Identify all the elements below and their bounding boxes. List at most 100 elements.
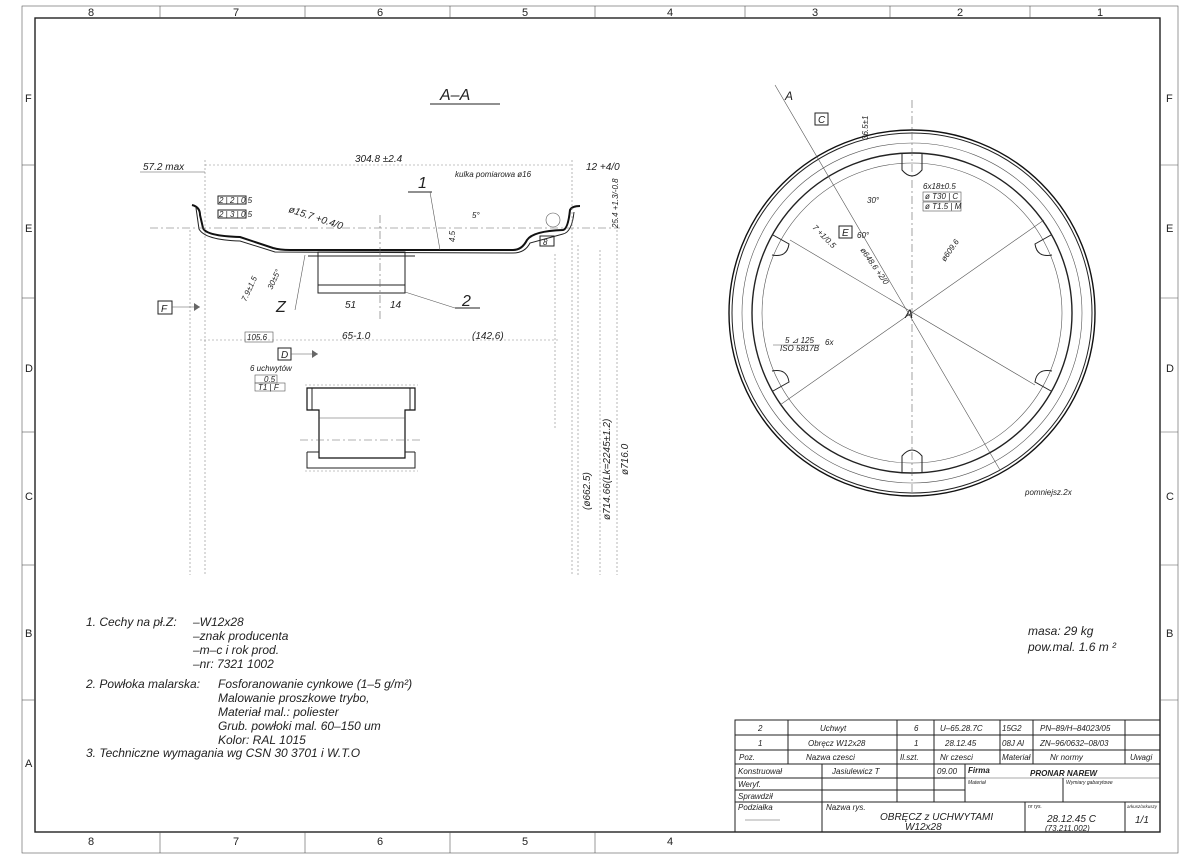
dim-ball: kulka pomiarowa ø16: [455, 170, 532, 179]
datum-d: D: [277, 347, 318, 361]
dim-width: 304.8 ±2.4: [355, 154, 403, 165]
text-label: Nazwa czesci: [806, 753, 855, 762]
text-label: 8: [543, 238, 548, 247]
drawing-number-alt: (73.211.002): [1045, 824, 1090, 833]
note-3-label: 3. Techniczne wymagania wg CSN 30 3701 i…: [86, 746, 360, 760]
firma-label: Firma: [968, 766, 990, 775]
dim-angle-5: 5°: [472, 211, 480, 220]
note-line: –znak producenta: [192, 629, 289, 643]
position-tol-2: ø T1.5 | M: [925, 202, 962, 211]
row-label: C: [25, 491, 33, 503]
col-label: 6: [377, 836, 383, 848]
dim-716: ø716.0: [620, 443, 631, 475]
nr-label: nr rys.: [1028, 804, 1042, 810]
text-label: Materiał: [1002, 753, 1031, 762]
col-label: 1: [1097, 7, 1103, 19]
dim-slot: 6x18±0.5: [923, 182, 956, 191]
mass: masa: 29 kg: [1028, 624, 1094, 638]
part-2-label: 2: [461, 293, 471, 310]
col-label: 7: [233, 7, 239, 19]
text-label: 1: [758, 739, 762, 748]
note-line: –W12x28: [192, 615, 244, 629]
text-label: 6: [914, 724, 919, 733]
dim-609-6: ø609.6: [939, 237, 961, 263]
note-line: Kolor: RAL 1015: [218, 733, 306, 747]
handle-section: [300, 384, 420, 472]
text-label: E: [842, 228, 849, 239]
text-label: 1: [914, 739, 918, 748]
weld-symbol: 5 ⊿ 125: [785, 336, 814, 345]
note-1-label: 1. Cechy na pł.Z:: [86, 615, 177, 629]
note-line: Materiał mal.: poliester: [218, 705, 340, 719]
dim-flange-max: 57.2 max: [143, 162, 185, 173]
dim-65: 65-1.0: [342, 331, 371, 342]
flatness-tolerance: 0.5: [264, 375, 276, 384]
note-line: –m–c i rok prod.: [192, 643, 279, 657]
drawing-name-2: W12x28: [905, 822, 942, 833]
text-label: D: [281, 350, 288, 361]
cut-label-a: A: [784, 89, 793, 103]
text-label: Poz.: [739, 753, 755, 762]
parts-header: Poz. Nazwa czesci Il.szt. Nr czesci Materiał…: [739, 753, 1152, 762]
center-label-a: A: [904, 307, 913, 321]
text-label: Il.szt.: [900, 753, 919, 762]
drawing-number: 28.12.45 C: [1046, 814, 1097, 825]
position-tol-1: ø T30 | C: [925, 192, 958, 201]
dim-7: 7 +1/0.5: [811, 223, 838, 250]
text-label: Nr czesci: [940, 753, 973, 762]
dim-14: 14: [390, 300, 402, 311]
text-label: C: [818, 115, 826, 126]
tolerance-frame-1: 2 | 2 | 0.5: [217, 195, 253, 205]
text-label: F: [161, 304, 168, 315]
sprawdzil-label: Sprawdził: [738, 792, 773, 801]
note-line: Grub. powłoki mal. 60–150 um: [218, 719, 381, 733]
note-line: –nr: 7321 1002: [192, 657, 274, 671]
row-label: B: [25, 628, 32, 640]
designer: Jasiulewicz T: [831, 767, 881, 776]
dim-7-9: 7.9±1.5: [240, 274, 260, 302]
datum-e: E: [838, 225, 853, 239]
row-labels-left: F E D C B A: [25, 93, 33, 770]
dim-8-box: 8: [539, 235, 555, 247]
text-label: 105.6: [247, 333, 268, 342]
gabaryt-label: Wymiary gabarytowe: [1066, 780, 1113, 786]
dim-714-66: ø714.66(Lk=2245±1.2): [602, 419, 613, 520]
col-label: 8: [88, 836, 94, 848]
sheet-label: arkusz/arkuszy: [1127, 804, 1158, 809]
dim-648-6: ø648.6 +2/0: [858, 246, 890, 287]
dim-36-5: 36.5±1: [861, 116, 870, 140]
column-labels-bottom: 8 7 6 5 4: [88, 836, 673, 848]
col-label: 4: [667, 836, 673, 848]
col-label: 2: [957, 7, 963, 19]
text-label: 2 | 2 | 0.5: [218, 196, 253, 205]
dim-right-25: 25.4 +1.3/-0.8: [611, 178, 620, 229]
text-label: Uwagi: [1130, 753, 1152, 762]
col-label: 6: [377, 7, 383, 19]
text-label: Nr normy: [1050, 753, 1084, 762]
col-label: 4: [667, 7, 673, 19]
text-label: ZN–96/0632–08/03: [1039, 739, 1109, 748]
text-label: U–65.28.7C: [940, 724, 983, 733]
text-label: Obręcz W12x28: [808, 739, 866, 748]
dim-4-5: 4.5: [448, 230, 457, 242]
col-label: 5: [522, 836, 528, 848]
text-label: 15G2: [1002, 724, 1022, 733]
text-label: PN–89/H–84023/05: [1040, 724, 1111, 733]
drawing-name: OBRĘCZ z UCHWYTAMI: [880, 812, 993, 823]
section-title: A–A: [439, 87, 470, 104]
dim-662-5: (ø662.5): [582, 472, 593, 510]
row-label: E: [1166, 223, 1173, 235]
text-label: 28.12.45: [944, 739, 977, 748]
front-view: A A C E 36.5±1 6x18±0.5 ø T30 | C ø T1.5…: [728, 84, 1096, 500]
weld-count: 6x: [825, 338, 834, 347]
weld-standard: ISO 5817B: [780, 344, 820, 353]
row-label: D: [25, 363, 33, 375]
note-line: Fosforanowanie cynkowe (1–5 g/m²): [218, 677, 412, 691]
note-line: Malowanie proszkowe trybo,: [218, 691, 369, 705]
handle-tabs: [771, 153, 1053, 473]
nazwa-label: Nazwa rys.: [826, 803, 866, 812]
row-labels-right: F E D C B: [1166, 93, 1174, 640]
datum-f: F: [157, 300, 200, 315]
